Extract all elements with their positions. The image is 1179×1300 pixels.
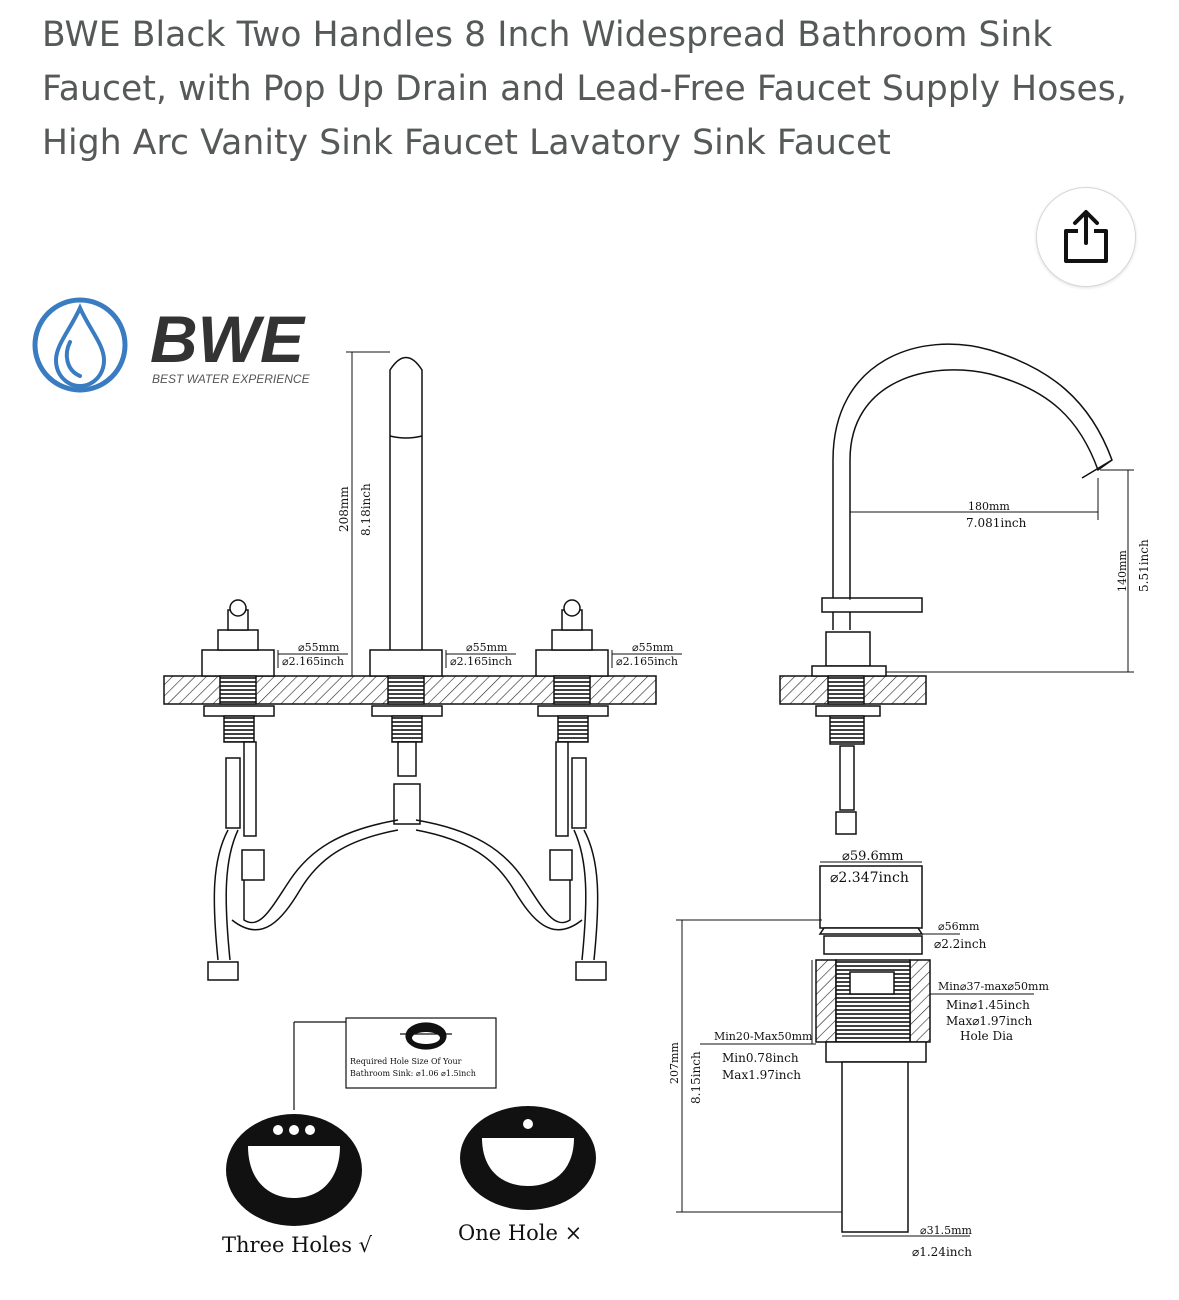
base2-mm: ⌀55mm: [466, 641, 508, 654]
drain-view: [815, 865, 931, 1233]
hole-dia-max: Max⌀1.97inch: [946, 1014, 1032, 1028]
thickness-min: Min0.78inch: [722, 1051, 799, 1065]
base3-in: ⌀2.165inch: [616, 655, 678, 668]
share-button[interactable]: [1036, 187, 1136, 287]
product-title: BWE Black Two Handles 8 Inch Widespread …: [42, 15, 1127, 163]
height-in: 8.18inch: [359, 483, 373, 536]
base3-mm: ⌀55mm: [632, 641, 674, 654]
drain-top-in: ⌀2.347inch: [830, 870, 909, 886]
base1-in: ⌀2.165inch: [282, 655, 344, 668]
hole-dia-min: Min⌀1.45inch: [946, 998, 1030, 1012]
side-view: [779, 343, 1113, 835]
side-dimensions: [849, 469, 1134, 673]
front-view: [163, 356, 657, 981]
spout-height-in: 5.51inch: [1137, 539, 1151, 592]
thickness-max: Max1.97inch: [722, 1068, 801, 1082]
product-dimension-drawing: BWE BEST WATER EXPERIENCE: [32, 297, 1151, 1259]
brand-name: BWE: [150, 302, 306, 376]
tail-mm: ⌀31.5mm: [920, 1224, 973, 1237]
hole-dia-mm: Min⌀37-max⌀50mm: [938, 980, 1049, 993]
height-mm: 208mm: [337, 486, 351, 532]
one-hole-label: One Hole ×: [458, 1221, 582, 1245]
drain-length-mm: 207mm: [668, 1042, 681, 1084]
drain-flange-in: ⌀2.2inch: [934, 937, 987, 951]
one-hole-sink-icon: [460, 1106, 596, 1210]
base1-mm: ⌀55mm: [298, 641, 340, 654]
share-icon: [1064, 210, 1108, 263]
drain-flange-mm: ⌀56mm: [938, 920, 980, 933]
three-hole-sink-icon: [226, 1114, 362, 1226]
spout-height-mm: 140mm: [1116, 550, 1129, 592]
bwe-logo: BWE BEST WATER EXPERIENCE: [32, 297, 311, 393]
front-dimensions: [277, 351, 682, 676]
reach-in: 7.081inch: [966, 516, 1027, 530]
required-line1: Required Hole Size Of Your: [350, 1057, 462, 1066]
drain-length-in: 8.15inch: [689, 1051, 703, 1104]
tail-in: ⌀1.24inch: [912, 1245, 972, 1259]
thickness-mm: Min20-Max50mm: [714, 1030, 813, 1043]
three-holes-label: Three Holes √: [222, 1233, 373, 1257]
drain-top-mm: ⌀59.6mm: [842, 849, 903, 864]
required-hole-box: [293, 1017, 497, 1110]
brand-tagline: BEST WATER EXPERIENCE: [152, 372, 311, 386]
base2-in: ⌀2.165inch: [450, 655, 512, 668]
hole-dia-label: Hole Dia: [960, 1029, 1013, 1043]
reach-mm: 180mm: [968, 500, 1010, 513]
required-line2: Bathroom Sink: ⌀1.06 ⌀1.5inch: [350, 1069, 476, 1078]
drain-dimensions: [676, 861, 1034, 1237]
